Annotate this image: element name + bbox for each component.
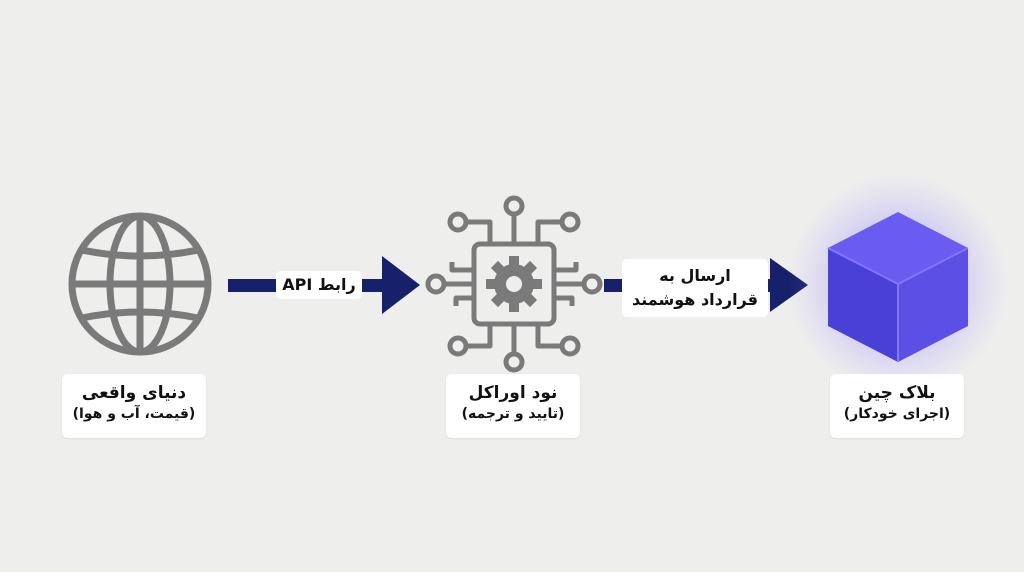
- node-label-oracle: نود اوراکل (تایید و ترجمه): [446, 374, 580, 438]
- edge-label-api: رابط API: [276, 271, 362, 299]
- node-title: نود اوراکل: [468, 383, 558, 403]
- node-label-blockchain: بلاک چین (اجرای خودکار): [830, 374, 964, 438]
- edge-label-line2: قرارداد هوشمند: [632, 290, 758, 309]
- globe-icon: [68, 212, 212, 356]
- node-subtitle: (اجرای خودکار): [843, 406, 951, 422]
- node-title: دنیای واقعی: [81, 383, 187, 403]
- edge-label-smart-contract: ارسال به قرارداد هوشمند: [622, 259, 768, 317]
- node-subtitle: (تایید و ترجمه): [461, 406, 565, 422]
- node-subtitle: (قیمت، آب و هوا): [72, 406, 196, 422]
- gear-icon: [486, 256, 542, 312]
- oracle-chip-gear-icon: [425, 195, 603, 373]
- node-title: بلاک چین: [858, 383, 936, 403]
- blockchain-cube-icon: [788, 174, 1008, 394]
- node-label-real-world: دنیای واقعی (قیمت، آب و هوا): [62, 374, 206, 438]
- edge-label-line1: ارسال به: [659, 266, 731, 285]
- arrow-api-head: [382, 256, 420, 314]
